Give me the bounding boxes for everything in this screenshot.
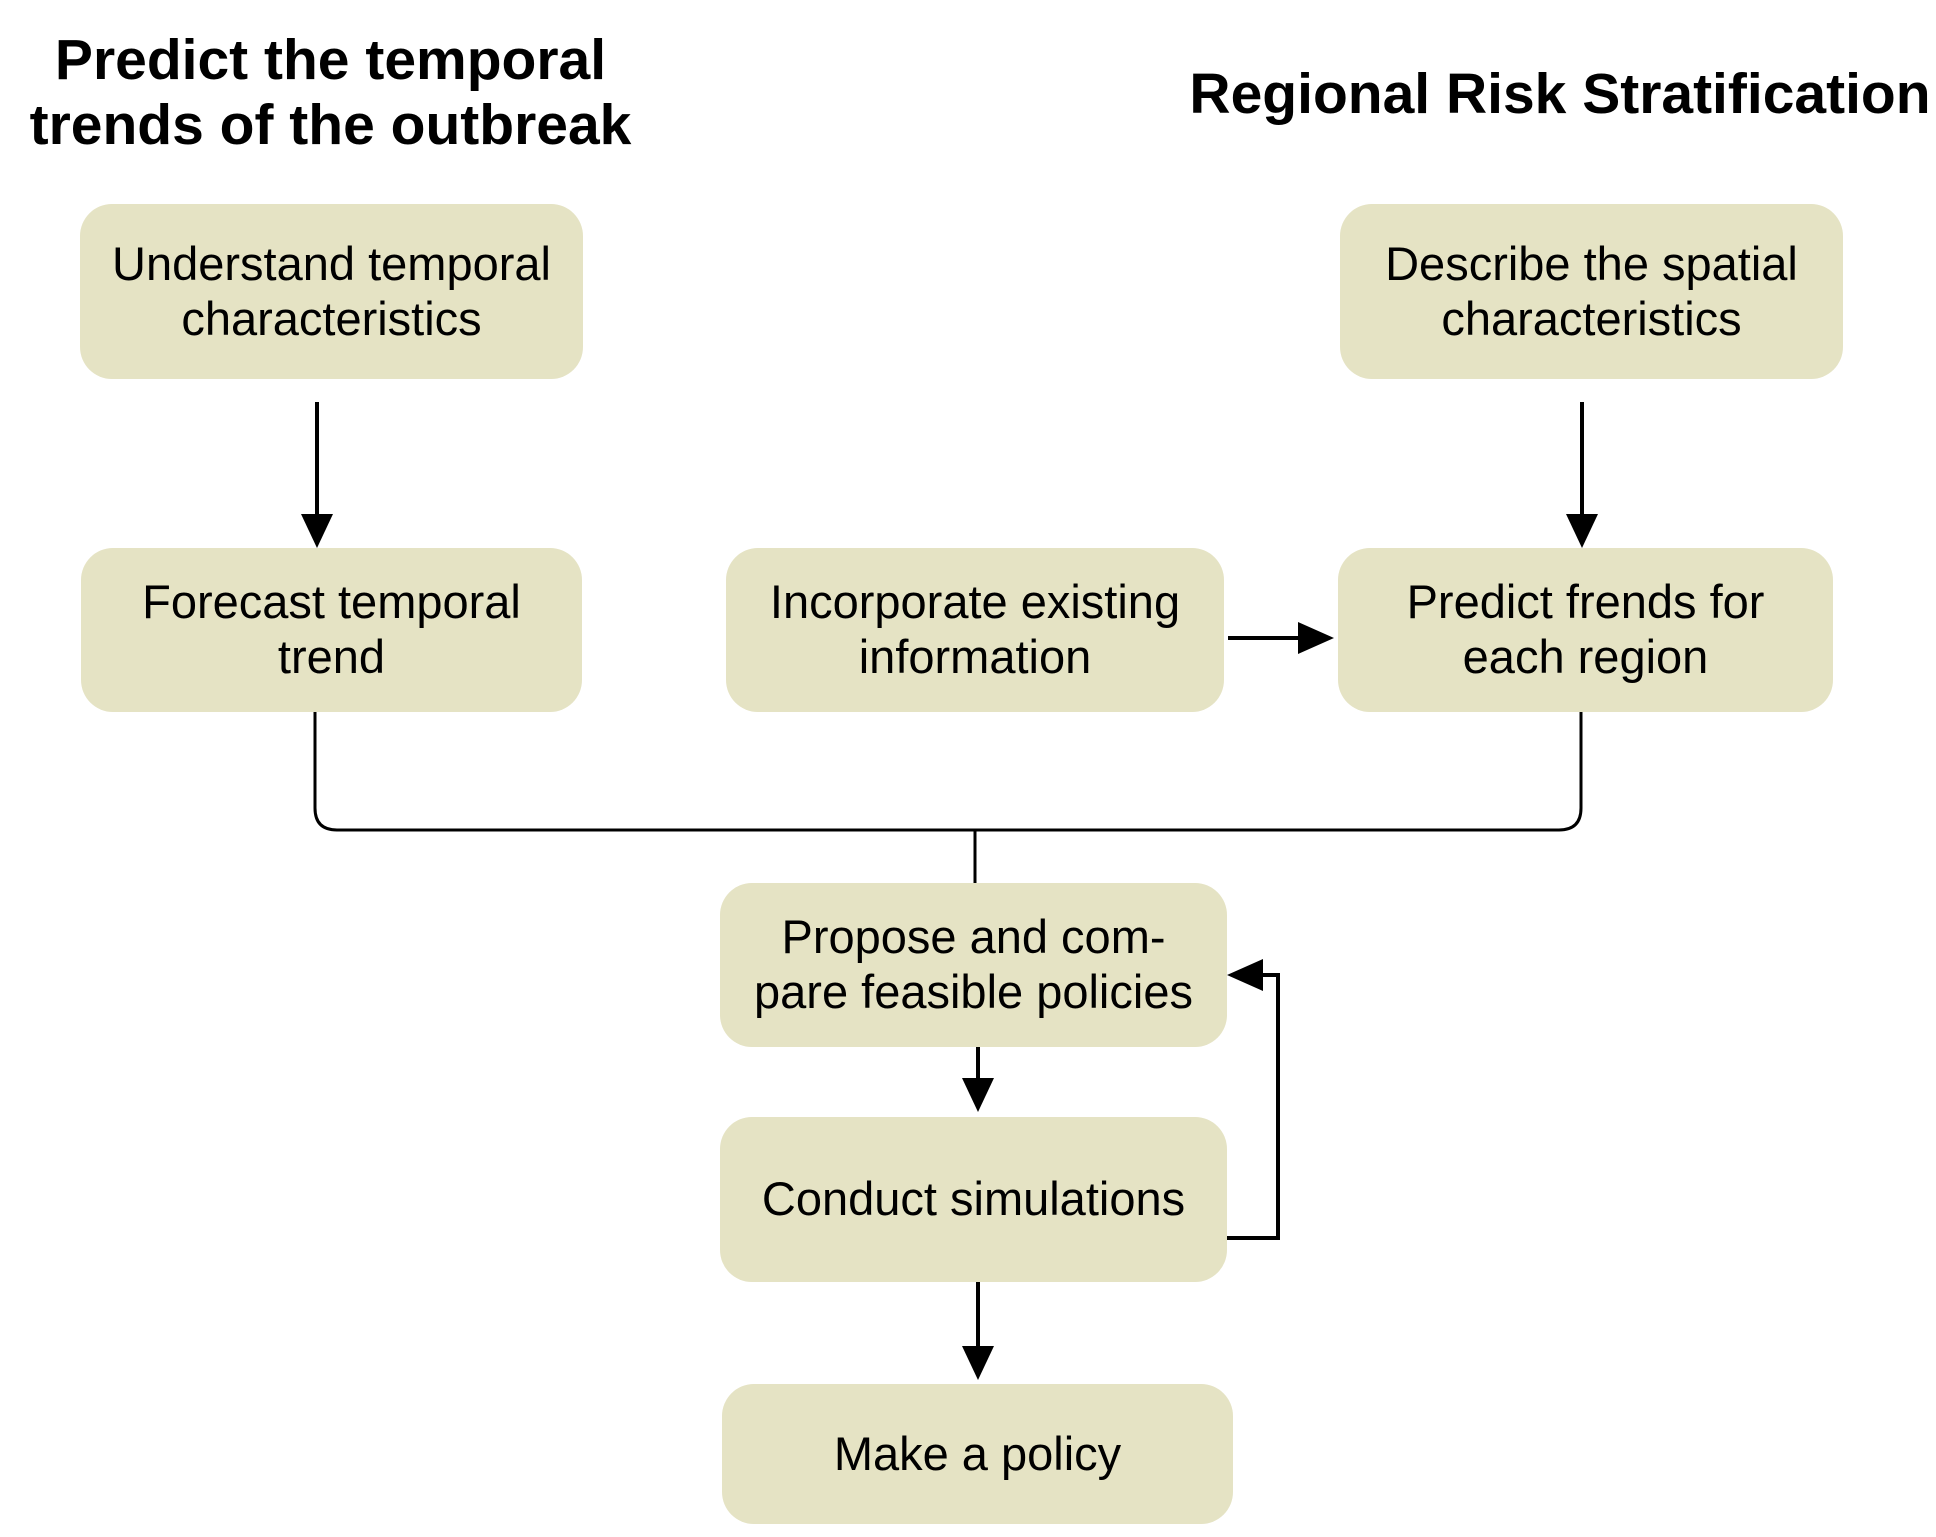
node-propose-compare: Propose and com- pare feasible policies	[720, 883, 1227, 1047]
node-understand-temporal: Understand temporal characteristics	[80, 204, 583, 379]
arrow-propose-to-conduct-head-icon	[962, 1078, 994, 1112]
arrow-conduct-to-make-head-icon	[962, 1346, 994, 1380]
node-predict-trends: Predict frends for each region	[1338, 548, 1833, 712]
node-incorporate-existing: Incorporate existing information	[726, 548, 1224, 712]
arrow-incorporate-to-predict-line	[1228, 636, 1300, 640]
arrow-understand-to-forecast-head-icon	[301, 514, 333, 548]
arrow-understand-to-forecast-line	[315, 402, 319, 516]
node-forecast-temporal: Forecast temporal trend	[81, 548, 582, 712]
loop-conduct-to-propose-top-line	[1261, 973, 1280, 977]
loop-conduct-to-propose-bottom-line	[1227, 1236, 1280, 1240]
arrow-describe-to-predict-line	[1580, 402, 1584, 516]
node-make-policy-label: Make a policy	[833, 1426, 1122, 1480]
loop-conduct-to-propose-head-icon	[1227, 959, 1263, 991]
node-predict-trends-label: Predict frends for each region	[1406, 575, 1765, 683]
node-forecast-temporal-label: Forecast temporal trend	[142, 575, 521, 683]
arrow-incorporate-to-predict-head-icon	[1298, 622, 1334, 654]
arrow-propose-to-conduct-line	[976, 1047, 980, 1080]
node-conduct-simulations: Conduct simulations	[720, 1117, 1227, 1282]
heading-temporal-trends: Predict the temporal trends of the outbr…	[29, 28, 632, 157]
loop-conduct-to-propose-vertical-line	[1276, 973, 1280, 1240]
heading-regional-risk-stratification: Regional Risk Stratification	[1189, 62, 1931, 126]
node-incorporate-existing-label: Incorporate existing information	[769, 575, 1181, 683]
arrow-describe-to-predict-head-icon	[1566, 514, 1598, 548]
node-describe-spatial-label: Describe the spatial characteristics	[1385, 236, 1798, 345]
node-propose-compare-label: Propose and com- pare feasible policies	[754, 910, 1193, 1018]
node-understand-temporal-label: Understand temporal characteristics	[112, 236, 551, 345]
arrow-conduct-to-make-line	[976, 1282, 980, 1346]
merge-connector-bracket	[313, 712, 1583, 832]
node-make-policy: Make a policy	[722, 1384, 1233, 1524]
node-conduct-simulations-label: Conduct simulations	[761, 1172, 1186, 1225]
node-describe-spatial: Describe the spatial characteristics	[1340, 204, 1843, 379]
